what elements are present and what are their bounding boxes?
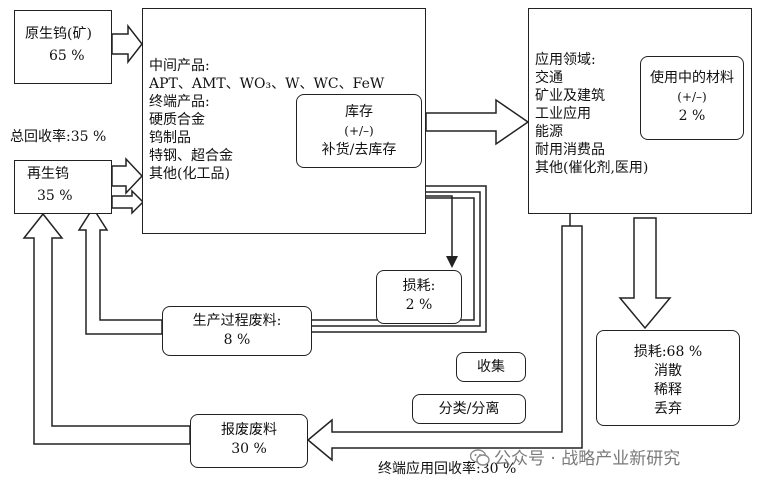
end-product-item: 钨制品 — [149, 130, 191, 146]
arrow-to-loss-large — [618, 217, 672, 330]
collection-box: 收集 — [456, 352, 526, 382]
end-scrap-label: 报废废料 — [221, 422, 277, 438]
sorting-label: 分类/分离 — [438, 401, 500, 417]
application-item: 能源 — [535, 124, 563, 140]
end-product-item: 特钢、超合金 — [149, 148, 233, 164]
inventory-label: 库存 — [345, 104, 373, 120]
watermark-text: 公众号 · 战略产业新研究 — [494, 449, 681, 469]
intermediate-title: 中间产品: — [149, 58, 210, 74]
intermediate-items: APT、AMT、WO₃、W、WC、FeW — [149, 76, 385, 92]
recycled-tungsten-value: 35 % — [37, 188, 73, 204]
end-scrap-box: 报废废料 30 % — [190, 414, 308, 468]
line-products-to-loss — [426, 195, 453, 258]
loss-large-item: 丢弃 — [654, 401, 682, 417]
process-scrap-box: 生产过程废料: 8 % — [162, 306, 312, 356]
process-scrap-value: 8 % — [223, 332, 251, 348]
primary-tungsten-label: 原生钨(矿) — [25, 26, 92, 42]
end-product-item: 其他(化工品) — [149, 166, 230, 182]
recycled-tungsten-box: 再生钨 35 % — [14, 160, 112, 214]
arrowhead-to-loss-small — [446, 256, 458, 268]
inventory-box: 库存 (+/–) 补货/去库存 — [296, 94, 422, 168]
end-product-item: 硬质合金 — [149, 112, 205, 128]
application-item: 耐用消费品 — [535, 142, 605, 158]
applications-title: 应用领域: — [535, 52, 596, 68]
primary-tungsten-value: 65 % — [49, 48, 85, 64]
loss-small-box: 损耗: 2 % — [376, 270, 462, 324]
arrow-products-to-applications — [425, 98, 530, 146]
loss-small-value: 2 % — [405, 297, 433, 313]
arrow-recycled-to-products — [111, 157, 144, 195]
loss-large-item: 稀释 — [654, 382, 682, 398]
inventory-sign: (+/–) — [344, 124, 374, 138]
application-item: 其他(催化剂,医用) — [535, 160, 649, 176]
arrow-recycled-to-products-small — [111, 189, 145, 215]
collection-label: 收集 — [477, 359, 505, 375]
primary-tungsten-box: 原生钨(矿) 65 % — [14, 10, 112, 84]
arrow-primary-to-products — [111, 23, 143, 65]
loss-large-item: 消散 — [654, 363, 682, 379]
recycled-tungsten-label: 再生钨 — [27, 166, 69, 182]
in-use-label: 使用中的材料 — [650, 70, 734, 86]
loss-small-label: 损耗: — [402, 278, 436, 294]
inventory-note: 补货/去库存 — [321, 142, 397, 158]
watermark: 公众号 · 战略产业新研究 — [470, 444, 680, 469]
application-item: 交通 — [535, 70, 563, 86]
in-use-value: 2 % — [678, 108, 706, 124]
line-products-to-process-scrap-inner — [312, 191, 481, 327]
application-item: 矿业及建筑 — [535, 88, 605, 104]
total-recovery-label: 总回收率:35 % — [10, 129, 107, 145]
in-use-sign: (+/–) — [677, 90, 707, 104]
in-use-material-box: 使用中的材料 (+/–) 2 % — [640, 56, 744, 140]
end-products-title: 终端产品: — [149, 94, 210, 110]
application-item: 工业应用 — [535, 106, 591, 122]
wechat-icon — [470, 449, 490, 466]
loss-large-label: 损耗:68 % — [633, 344, 703, 360]
process-scrap-label: 生产过程废料: — [192, 313, 282, 329]
arrow-collection-to-end-scrap — [306, 225, 583, 462]
sorting-box: 分类/分离 — [412, 394, 526, 424]
line-products-to-process-scrap — [312, 185, 487, 333]
loss-large-box: 损耗:68 % 消散 稀释 丢弃 — [596, 330, 740, 426]
end-scrap-value: 30 % — [231, 441, 267, 457]
